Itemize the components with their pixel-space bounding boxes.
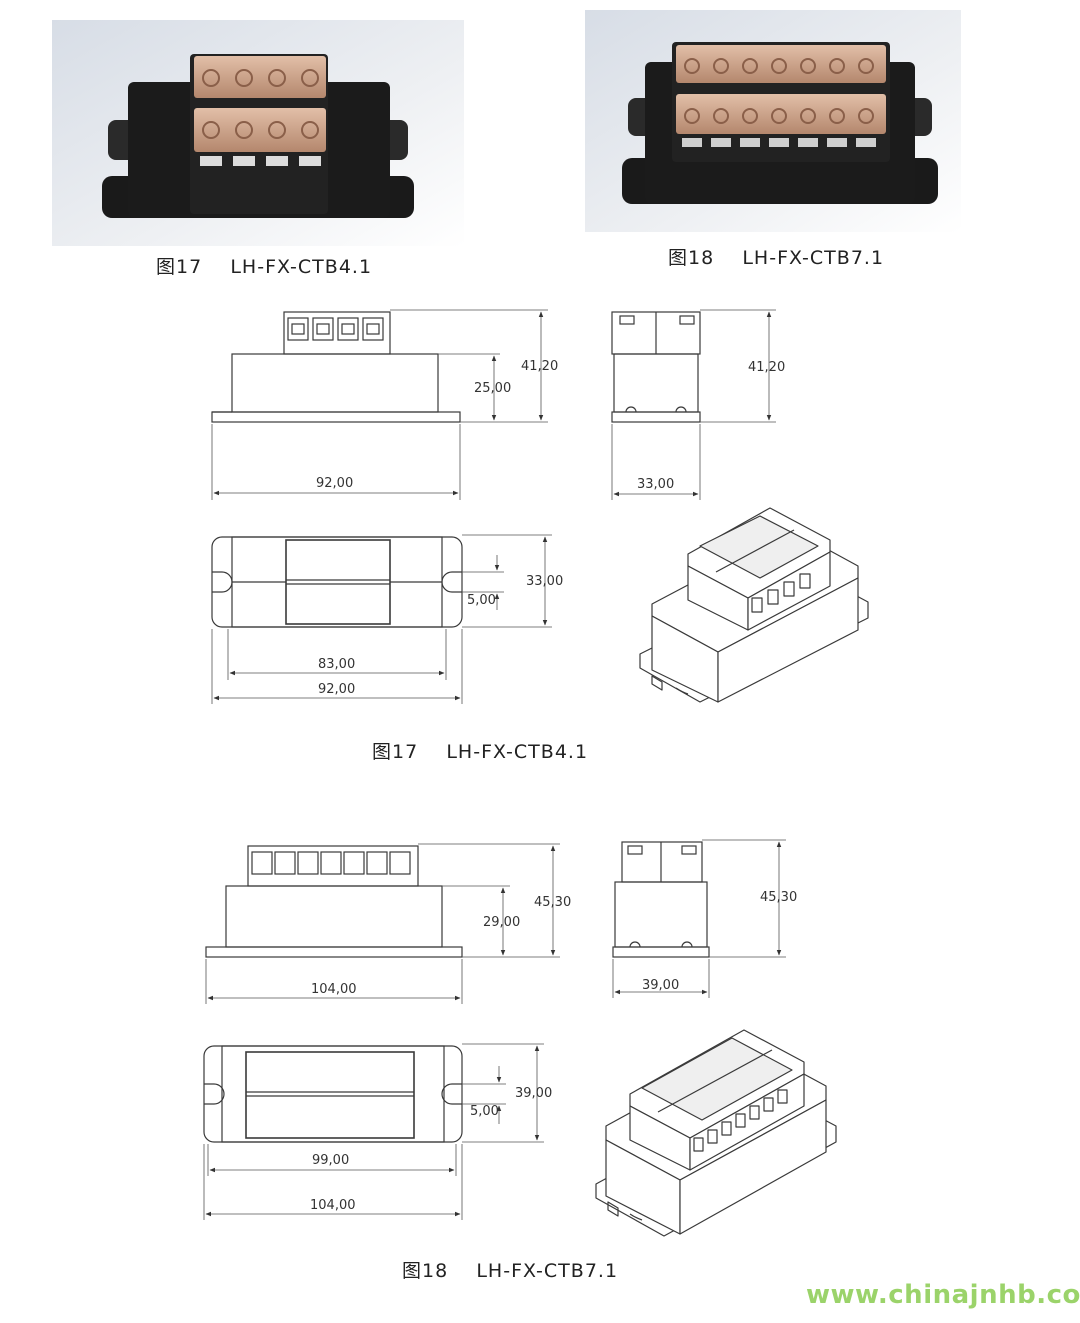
ctb4-hole-spacing-label: 83,00 — [318, 657, 355, 672]
ctb7-isometric-view — [595, 1029, 837, 1237]
ctb4-top-width-label: 33,00 — [526, 574, 563, 589]
ctb4-front-dims — [211, 309, 548, 500]
ctb7-side-height-label: 45,30 — [760, 890, 797, 905]
ctb7-side-dims — [612, 839, 786, 998]
ctb4-isometric-view — [639, 507, 869, 703]
ctb4-top-length-label: 92,00 — [318, 682, 355, 697]
photo-caption-ctb7: 图18 LH-FX-CTB7.1 — [668, 247, 885, 269]
ctb4-side-height-label: 41,20 — [748, 360, 785, 375]
photo-ctb7 — [585, 10, 961, 232]
ctb7-side-view — [612, 841, 710, 958]
ctb7-length-label: 104,00 — [311, 982, 357, 997]
ctb7-front-view — [205, 845, 463, 958]
drawing-caption-ctb7: 图18 LH-FX-CTB7.1 — [402, 1260, 619, 1282]
ctb4-body-height-label: 25,00 — [474, 381, 511, 396]
ctb7-slot-width-label: 5,00 — [470, 1104, 499, 1119]
ctb7-side-width-label: 39,00 — [642, 978, 679, 993]
watermark-text: www.chinajnhb.com — [806, 1280, 1080, 1310]
ctb4-side-view — [611, 311, 701, 423]
ctb7-body-height-label: 29,00 — [483, 915, 520, 930]
ctb4-front-view — [211, 311, 461, 423]
ctb4-length-label: 92,00 — [316, 476, 353, 491]
ctb4-overall-height-label: 41,20 — [521, 359, 558, 374]
ctb7-top-length-label: 104,00 — [310, 1198, 356, 1213]
drawing-caption-ctb4: 图17 LH-FX-CTB4.1 — [372, 741, 589, 763]
ctb4-side-width-label: 33,00 — [637, 477, 674, 492]
ctb4-top-view — [211, 536, 463, 628]
photo-caption-ctb4: 图17 LH-FX-CTB4.1 — [156, 256, 373, 278]
ctb4-slot-width-label: 5,00 — [467, 593, 496, 608]
ctb7-top-width-label: 39,00 — [515, 1086, 552, 1101]
ctb7-front-dims — [205, 843, 560, 1004]
ctb4-side-dims — [611, 309, 776, 500]
ctb7-top-view — [203, 1045, 463, 1143]
ctb4-top-dims — [211, 534, 552, 704]
ctb7-top-dims — [203, 1043, 544, 1220]
ctb7-hole-spacing-label: 99,00 — [312, 1153, 349, 1168]
ctb7-overall-height-label: 45,30 — [534, 895, 571, 910]
photo-ctb4 — [52, 20, 464, 246]
